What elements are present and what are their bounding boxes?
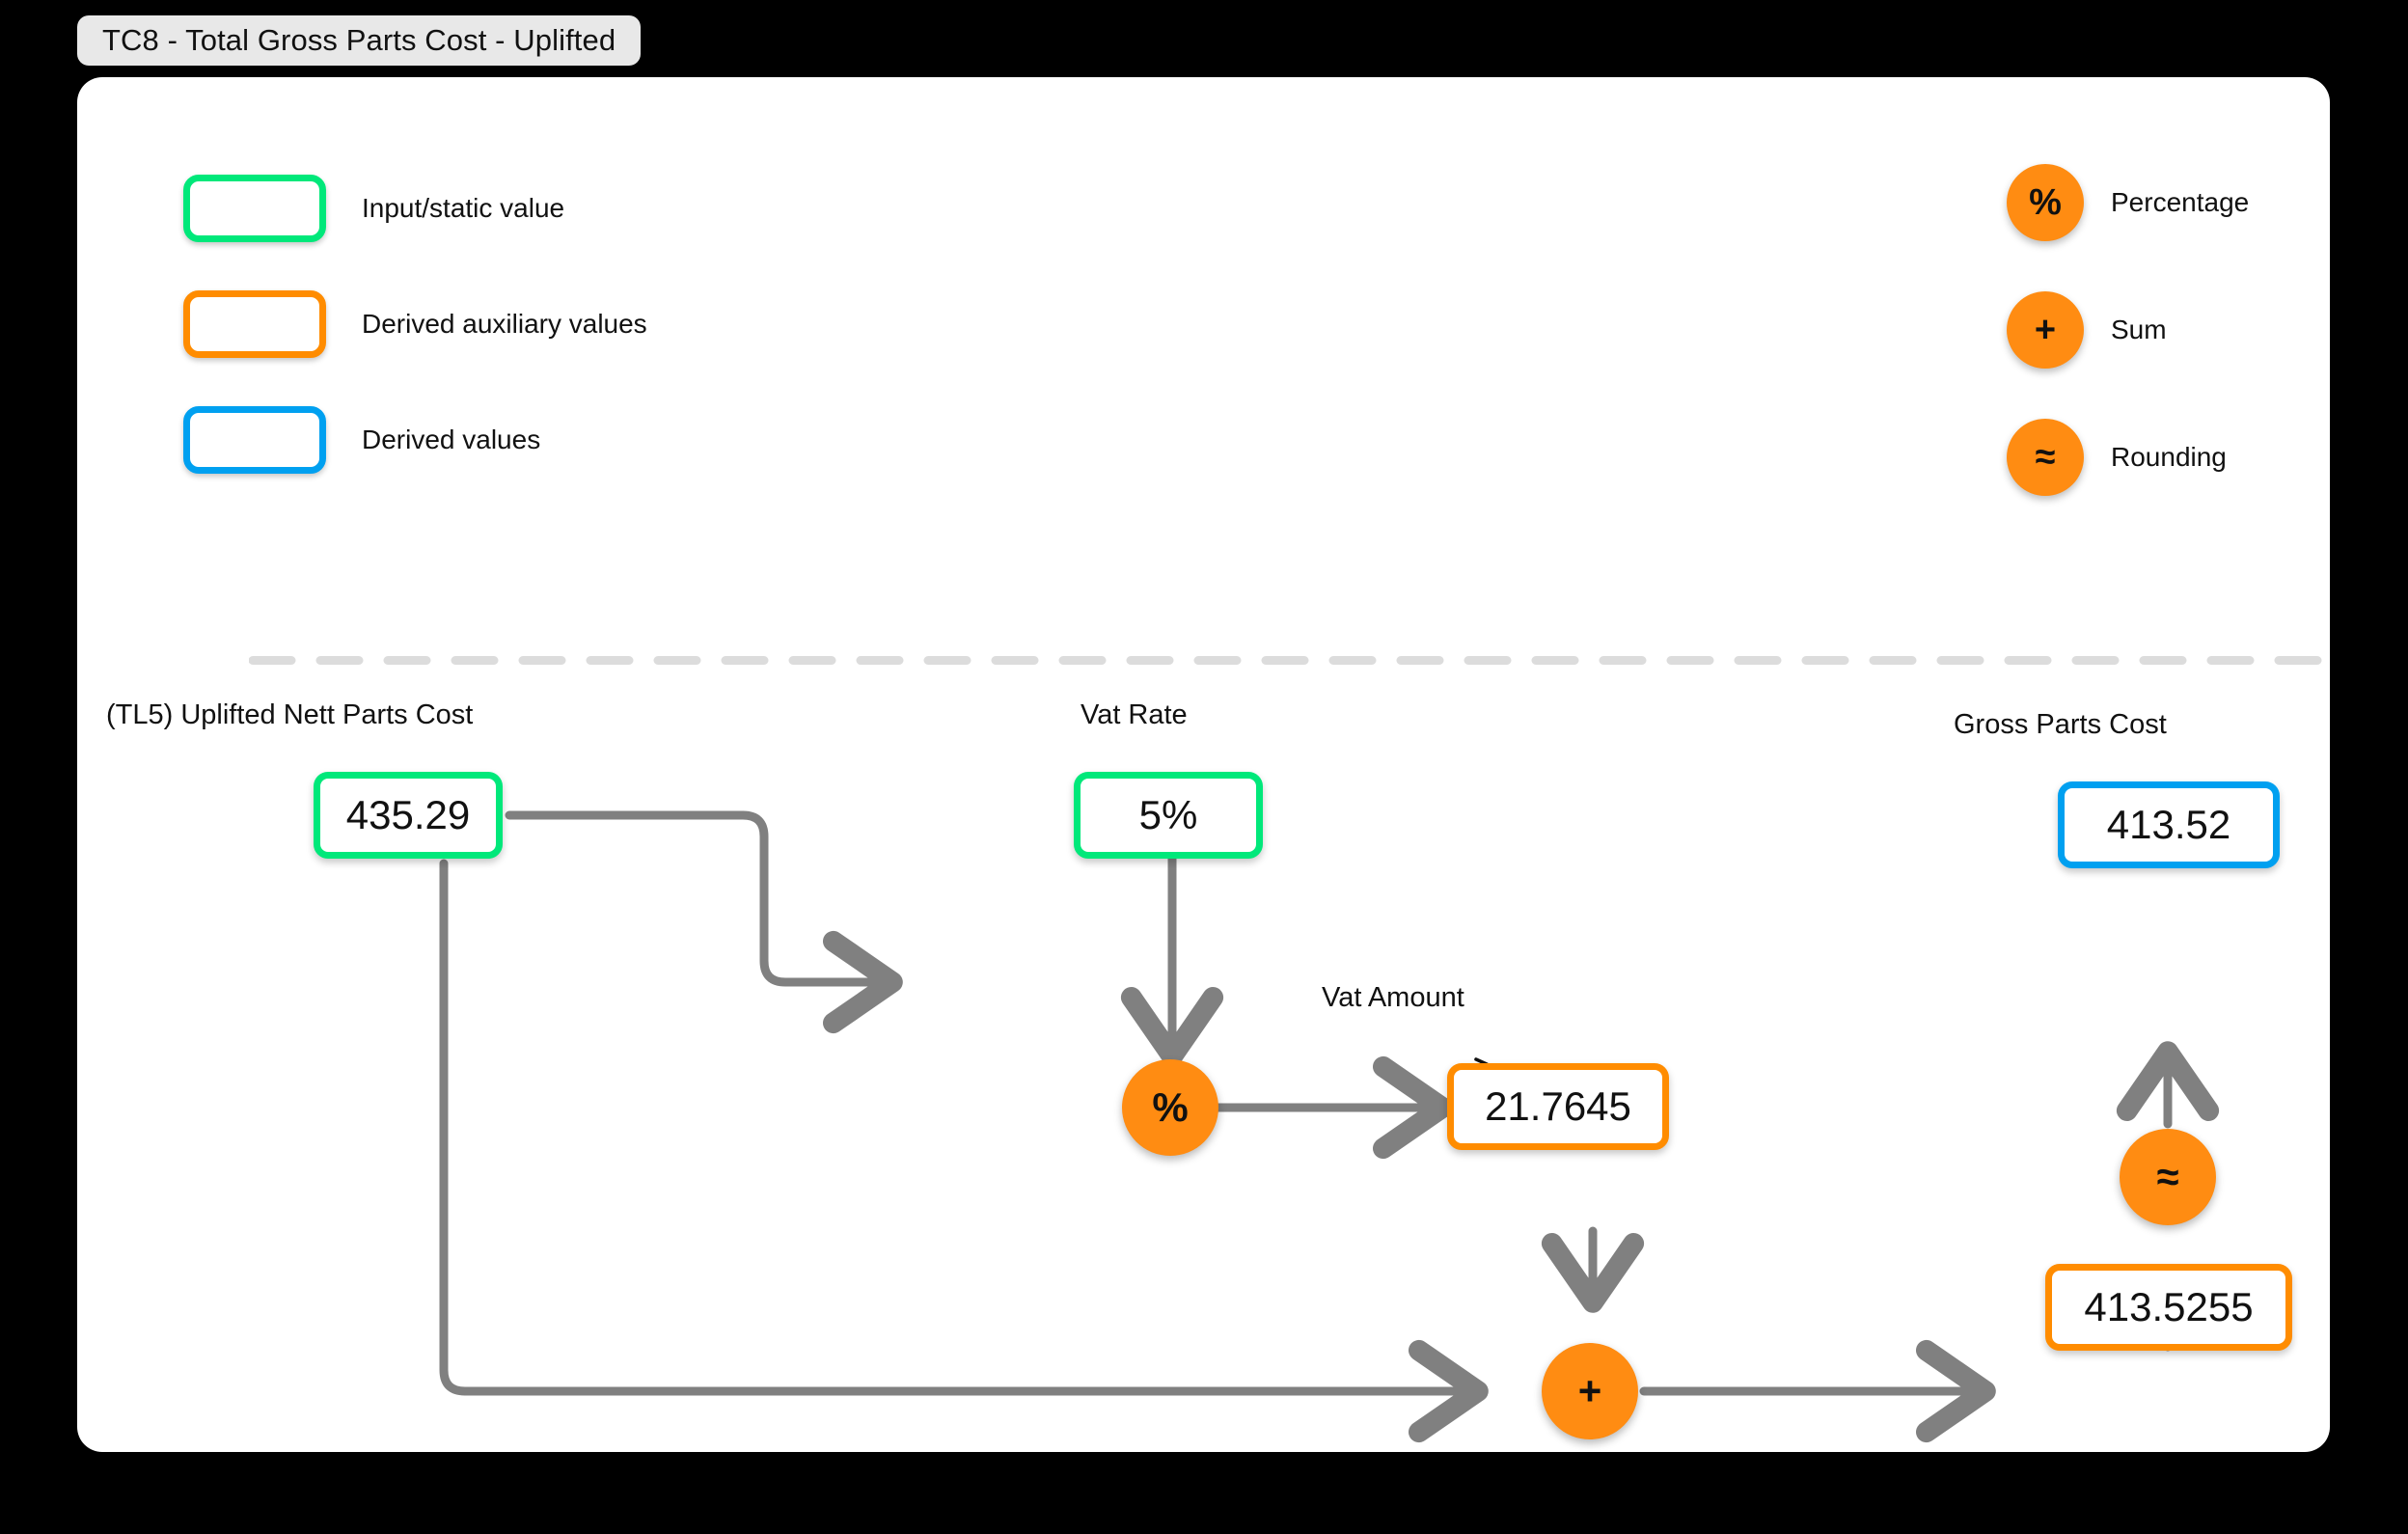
approx-glyph-op: ≈ <box>2156 1154 2179 1199</box>
operator-rounding[interactable]: ≈ <box>2120 1129 2216 1225</box>
approx-glyph: ≈ <box>2035 437 2056 478</box>
node-value-uplifted-nett-parts-cost: 435.29 <box>345 792 471 837</box>
node-label-gross-parts-cost: Gross Parts Cost <box>1954 709 2167 740</box>
plus-icon: + <box>2007 291 2084 369</box>
operator-sum[interactable]: + <box>1542 1343 1638 1439</box>
operator-percentage[interactable]: % <box>1122 1059 1218 1156</box>
node-vat-amount[interactable]: 21.7645 <box>1447 1063 1669 1150</box>
approx-icon: ≈ <box>2007 419 2084 496</box>
percent-glyph: % <box>2029 182 2062 223</box>
window-title-tab[interactable]: TC8 - Total Gross Parts Cost - Uplifted <box>77 15 642 66</box>
node-value-gross-parts-cost: 413.52 <box>2106 802 2231 847</box>
flow-edges <box>365 772 2220 1443</box>
diagram-card: Input/static value Derived auxiliary val… <box>77 77 2330 1452</box>
legend-label-percentage: Percentage <box>2111 187 2250 217</box>
node-label-vat-rate: Vat Rate <box>1081 699 1188 730</box>
legend-item-rounding: ≈ Rounding <box>2007 419 2249 496</box>
legend-operations: % Percentage + Sum ≈ Rounding <box>2007 164 2249 546</box>
legend-item-derived-auxiliary-values: Derived auxiliary values <box>183 289 647 359</box>
plus-glyph-op: + <box>1577 1368 1602 1413</box>
legend-boxes: Input/static value Derived auxiliary val… <box>183 174 647 521</box>
percent-icon: % <box>2007 164 2084 241</box>
percent-glyph-op: % <box>1152 1084 1189 1130</box>
legend-item-input-static-value: Input/static value <box>183 174 647 243</box>
legend-label-sum: Sum <box>2111 315 2167 344</box>
legend-item-derived-values: Derived values <box>183 405 647 475</box>
legend-label-input-static-value: Input/static value <box>362 193 565 223</box>
node-uplifted-nett-parts-cost[interactable]: 435.29 <box>314 772 503 859</box>
legend-swatch-blue <box>183 406 326 474</box>
section-divider <box>249 656 2328 665</box>
plus-glyph: + <box>2034 310 2057 350</box>
legend-swatch-green <box>183 175 326 242</box>
node-label-uplifted-nett-parts-cost: (TL5) Uplifted Nett Parts Cost <box>106 699 474 730</box>
window-title: TC8 - Total Gross Parts Cost - Uplifted <box>102 23 616 57</box>
node-value-vat-rate: 5% <box>1138 792 1198 837</box>
legend-label-rounding: Rounding <box>2111 442 2227 472</box>
node-gross-parts-cost-unrounded[interactable]: 413.5255 <box>2045 1264 2292 1351</box>
legend-label-derived-auxiliary-values: Derived auxiliary values <box>362 309 647 339</box>
node-label-vat-amount: Vat Amount <box>1322 982 1464 1013</box>
legend-item-sum: + Sum <box>2007 291 2249 369</box>
legend-label-derived-values: Derived values <box>362 425 541 454</box>
node-vat-rate[interactable]: 5% <box>1074 772 1263 859</box>
node-value-vat-amount: 21.7645 <box>1485 1083 1631 1129</box>
legend-item-percentage: % Percentage <box>2007 164 2249 241</box>
node-gross-parts-cost[interactable]: 413.52 <box>2058 781 2280 868</box>
node-value-gross-parts-cost-unrounded: 413.5255 <box>2084 1284 2254 1329</box>
legend-swatch-orange <box>183 290 326 358</box>
